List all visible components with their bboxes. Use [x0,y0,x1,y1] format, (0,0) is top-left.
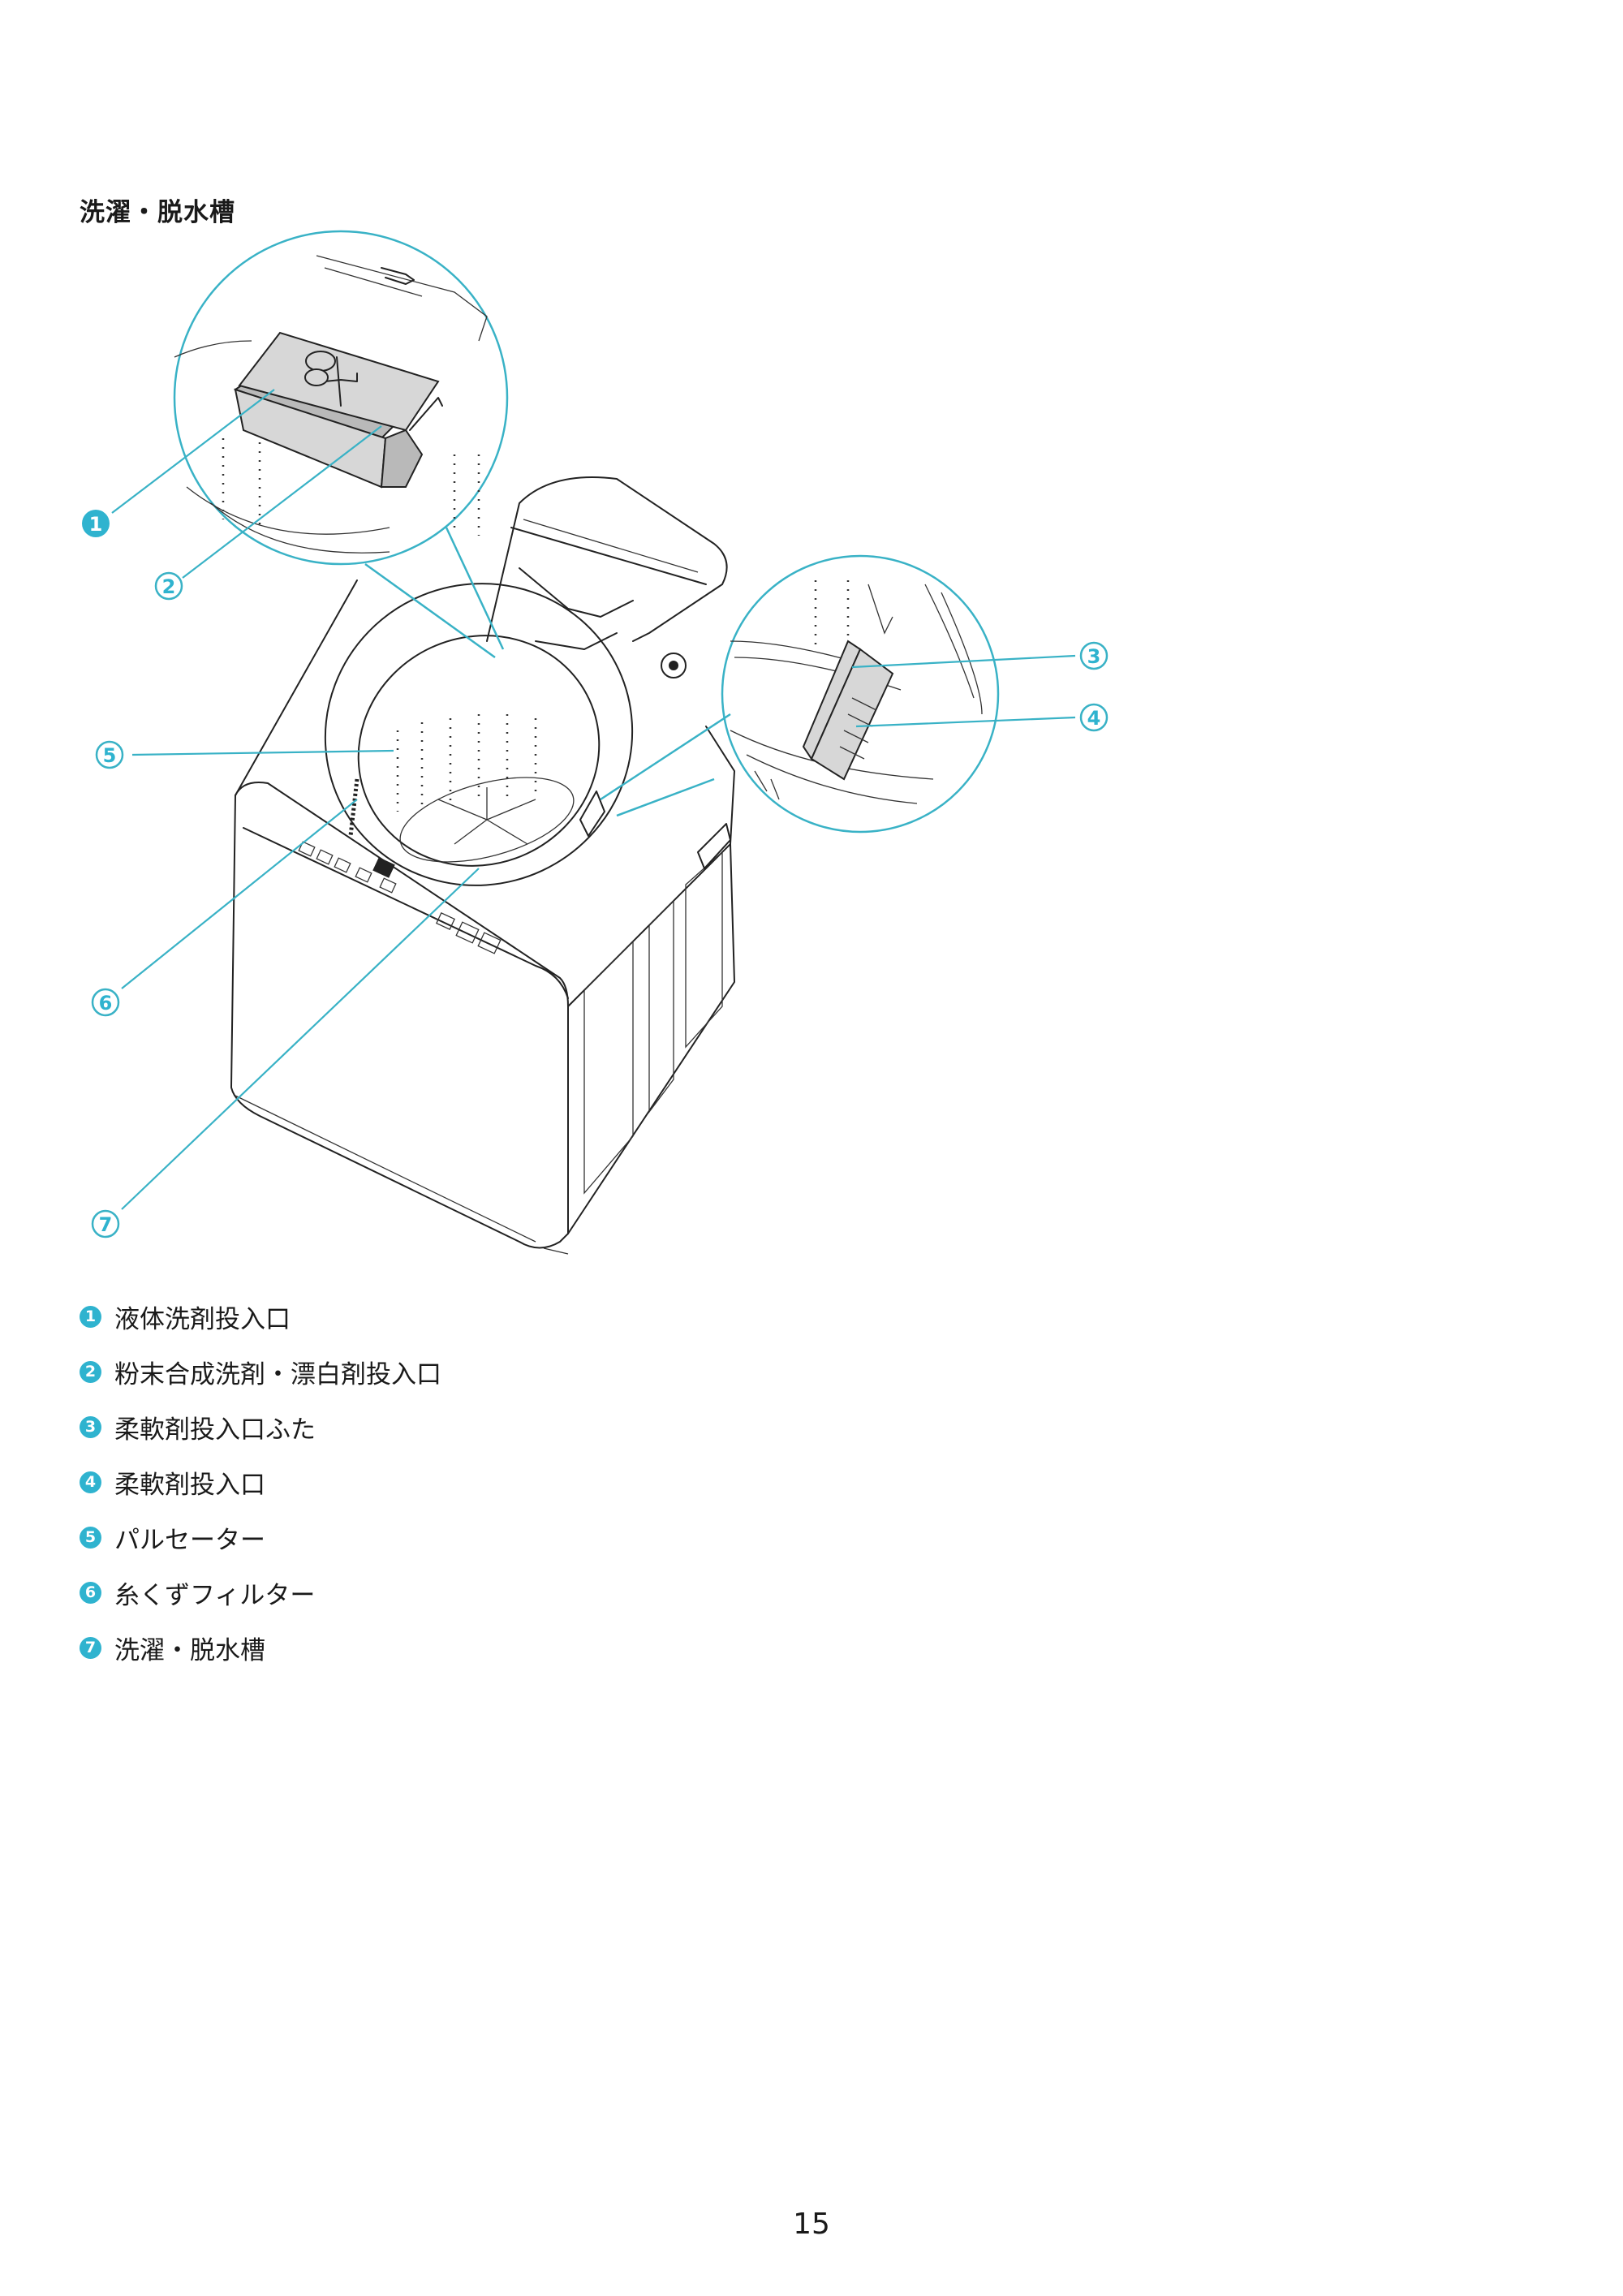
legend-label-1: 液体洗剤投入口 [114,1304,291,1334]
callout-badge-7-label: 7 [99,1213,113,1236]
callout-badge-3: 3 [1079,641,1109,670]
legend-badge-5: 5 [80,1526,101,1549]
tub-opening [324,583,634,886]
legend-item-3: 3 柔軟剤投入口ふた [80,1399,441,1454]
callout-badge-4-label: 4 [1087,707,1101,730]
callout-badge-6-label: 6 [99,992,113,1014]
callout-badge-2-label: 2 [162,575,176,598]
legend-label-2: 粉末合成洗剤・漂白剤投入口 [114,1359,441,1389]
machine-body [230,579,735,1255]
callout-badge-6: 6 [91,988,120,1017]
legend-item-6: 6 糸くずフィルター [80,1565,441,1620]
callout-badge-1: 1 [82,510,110,537]
section-title: 洗濯・脱水槽 [80,198,235,227]
washing-machine-diagram: 1 2 3 4 5 6 7 [82,230,1109,1255]
callout-badge-5: 5 [95,740,124,769]
callout-badge-1-label: 1 [89,513,103,536]
callout-badge-7: 7 [91,1209,120,1238]
legend-badge-7: 7 [80,1636,101,1659]
parts-legend: 1 液体洗剤投入口 2 粉末合成洗剤・漂白剤投入口 3 柔軟剤投入口ふた 4 柔… [80,1289,441,1675]
legend-item-4: 4 柔軟剤投入口 [80,1454,441,1510]
legend-label-3: 柔軟剤投入口ふた [114,1415,316,1445]
legend-item-5: 5 パルセーター [80,1510,441,1565]
legend-label-5: パルセーター [114,1525,265,1555]
callout-badge-5-label: 5 [103,744,117,767]
legend-label-4: 柔軟剤投入口 [114,1470,265,1500]
legend-item-7: 7 洗濯・脱水槽 [80,1620,441,1675]
zoom-detail-softener [721,554,1000,834]
callout-badge-2: 2 [154,571,183,601]
legend-badge-3: 3 [80,1415,101,1438]
legend-item-1: 1 液体洗剤投入口 [80,1289,441,1344]
page-number: 15 [793,2208,830,2241]
callout-badge-4: 4 [1079,703,1109,732]
lid [486,476,728,678]
zoom-detail-detergent [173,230,509,566]
legend-badge-4: 4 [80,1471,101,1493]
legend-label-7: 洗濯・脱水槽 [114,1635,265,1665]
legend-badge-6: 6 [80,1581,101,1604]
callout-badge-3-label: 3 [1087,645,1101,668]
legend-badge-1: 1 [80,1305,101,1328]
legend-badge-2: 2 [80,1360,101,1383]
legend-label-6: 糸くずフィルター [114,1580,316,1610]
legend-item-2: 2 粉末合成洗剤・漂白剤投入口 [80,1344,441,1399]
